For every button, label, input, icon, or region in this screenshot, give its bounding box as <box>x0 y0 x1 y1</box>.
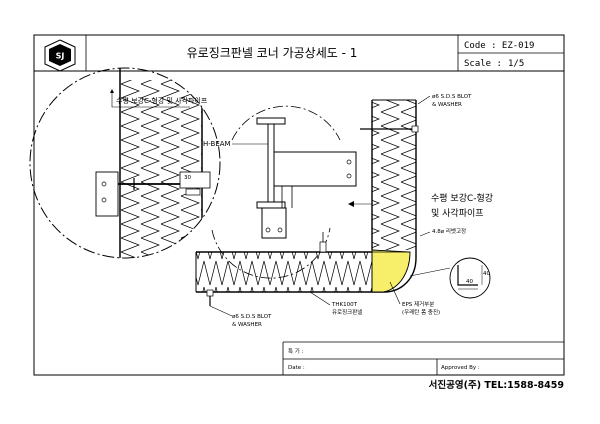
label-eps-1: EPS 제거부분 <box>402 300 434 308</box>
label-bolt-bot-1: ø6 S.D.S BLOT <box>232 314 272 320</box>
h-beam <box>256 117 357 239</box>
label-detail-pipe: 수평 보강C-형강 및 사각파이프 <box>116 96 208 105</box>
dim-30-label: 30 <box>184 175 191 181</box>
label-eps-2: (우레탄 폼 충진) <box>402 308 440 316</box>
dim-40b-label: 40 <box>483 271 490 277</box>
label-pipe-right-2: 및 사각파이프 <box>431 207 484 219</box>
sj-logo: SJ <box>44 39 76 72</box>
company-name: 서진공영(주) TEL:1588-8459 <box>429 379 564 391</box>
drawing-title: 유로징크판넬 코너 가공상세도 - 1 <box>187 46 358 60</box>
footer-approved: Approved By : <box>441 365 480 371</box>
logo-text: SJ <box>56 52 65 61</box>
scale-value: 1/5 <box>508 59 524 69</box>
scale-label: Scale : <box>464 59 502 69</box>
panel-assembly <box>195 99 419 306</box>
label-bolt-top-1: ø6 S.D.S BLOT <box>432 94 472 100</box>
label-thk-2: 유로징크판넬 <box>332 308 362 316</box>
label-h-beam: H-BEAM <box>203 140 231 148</box>
leader-detail-pipe <box>111 93 190 108</box>
sheet-border <box>33 34 565 376</box>
footer-date: Date : <box>288 365 305 371</box>
label-rivet: 4.8ø 리벳고정 <box>432 227 466 235</box>
footer-table: 특 기 : Date : Approved By : <box>282 341 564 375</box>
drawing-code: Code : EZ-019 <box>464 41 534 51</box>
footer-remarks: 특 기 : <box>288 347 304 355</box>
dim-40a-label: 40 <box>466 279 473 285</box>
detail-circle: 30 <box>29 67 221 259</box>
detail-circle-small: 40 40 <box>449 257 490 299</box>
label-pipe-right-1: 수평 보강C-형강 <box>431 193 493 204</box>
label-thk-1: THK100T <box>331 302 358 308</box>
label-bolt-top-2: & WASHER <box>432 102 462 108</box>
label-bolt-bot-2: & WASHER <box>232 322 262 328</box>
